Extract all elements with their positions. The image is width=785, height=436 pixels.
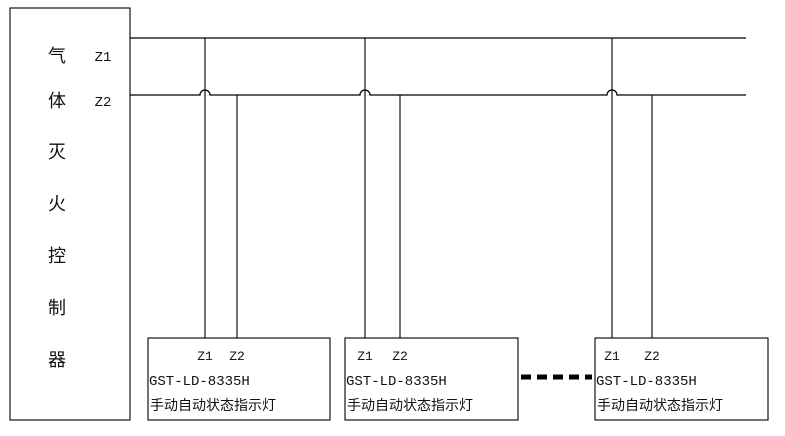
controller-char-6: 制 bbox=[48, 298, 66, 318]
controller-char-3: 灭 bbox=[48, 142, 66, 162]
device-3-model: GST-LD-8335H bbox=[596, 374, 697, 390]
device-1: Z1 Z2 GST-LD-8335H 手动自动状态指示灯 bbox=[147, 38, 331, 421]
controller-char-2: 体 bbox=[48, 91, 66, 111]
device-3-terminal-z2: Z2 bbox=[644, 349, 660, 364]
device-1-terminal-z2: Z2 bbox=[229, 349, 245, 364]
controller-z1-terminal-label: Z1 bbox=[95, 50, 112, 66]
device-1-label: 手动自动状态指示灯 bbox=[150, 397, 276, 413]
device-1-terminal-z1: Z1 bbox=[197, 349, 213, 364]
controller-z2-terminal-label: Z2 bbox=[95, 95, 112, 111]
device-3-box bbox=[594, 337, 769, 421]
controller-char-1: 气 bbox=[48, 46, 66, 66]
device-2-model: GST-LD-8335H bbox=[346, 374, 447, 390]
device-2-box bbox=[344, 337, 519, 421]
controller-char-7: 器 bbox=[48, 350, 66, 370]
controller-box bbox=[9, 7, 131, 421]
controller-char-5: 控 bbox=[48, 246, 66, 266]
device-2: Z1 Z2 GST-LD-8335H 手动自动状态指示灯 bbox=[344, 38, 519, 421]
controller-char-4: 火 bbox=[48, 194, 66, 214]
device-3-terminal-z1: Z1 bbox=[604, 349, 620, 364]
device-3-label: 手动自动状态指示灯 bbox=[597, 397, 723, 413]
device-2-terminal-z1: Z1 bbox=[357, 349, 373, 364]
device-1-model: GST-LD-8335H bbox=[149, 374, 250, 390]
controller: 气 体 灭 火 控 制 器 Z1 Z2 bbox=[9, 7, 131, 421]
device-3: Z1 Z2 GST-LD-8335H 手动自动状态指示灯 bbox=[594, 38, 769, 421]
device-1-box bbox=[147, 337, 331, 421]
device-2-terminal-z2: Z2 bbox=[392, 349, 408, 364]
device-2-label: 手动自动状态指示灯 bbox=[347, 397, 473, 413]
bus-z2-line-with-hops bbox=[130, 89, 746, 96]
